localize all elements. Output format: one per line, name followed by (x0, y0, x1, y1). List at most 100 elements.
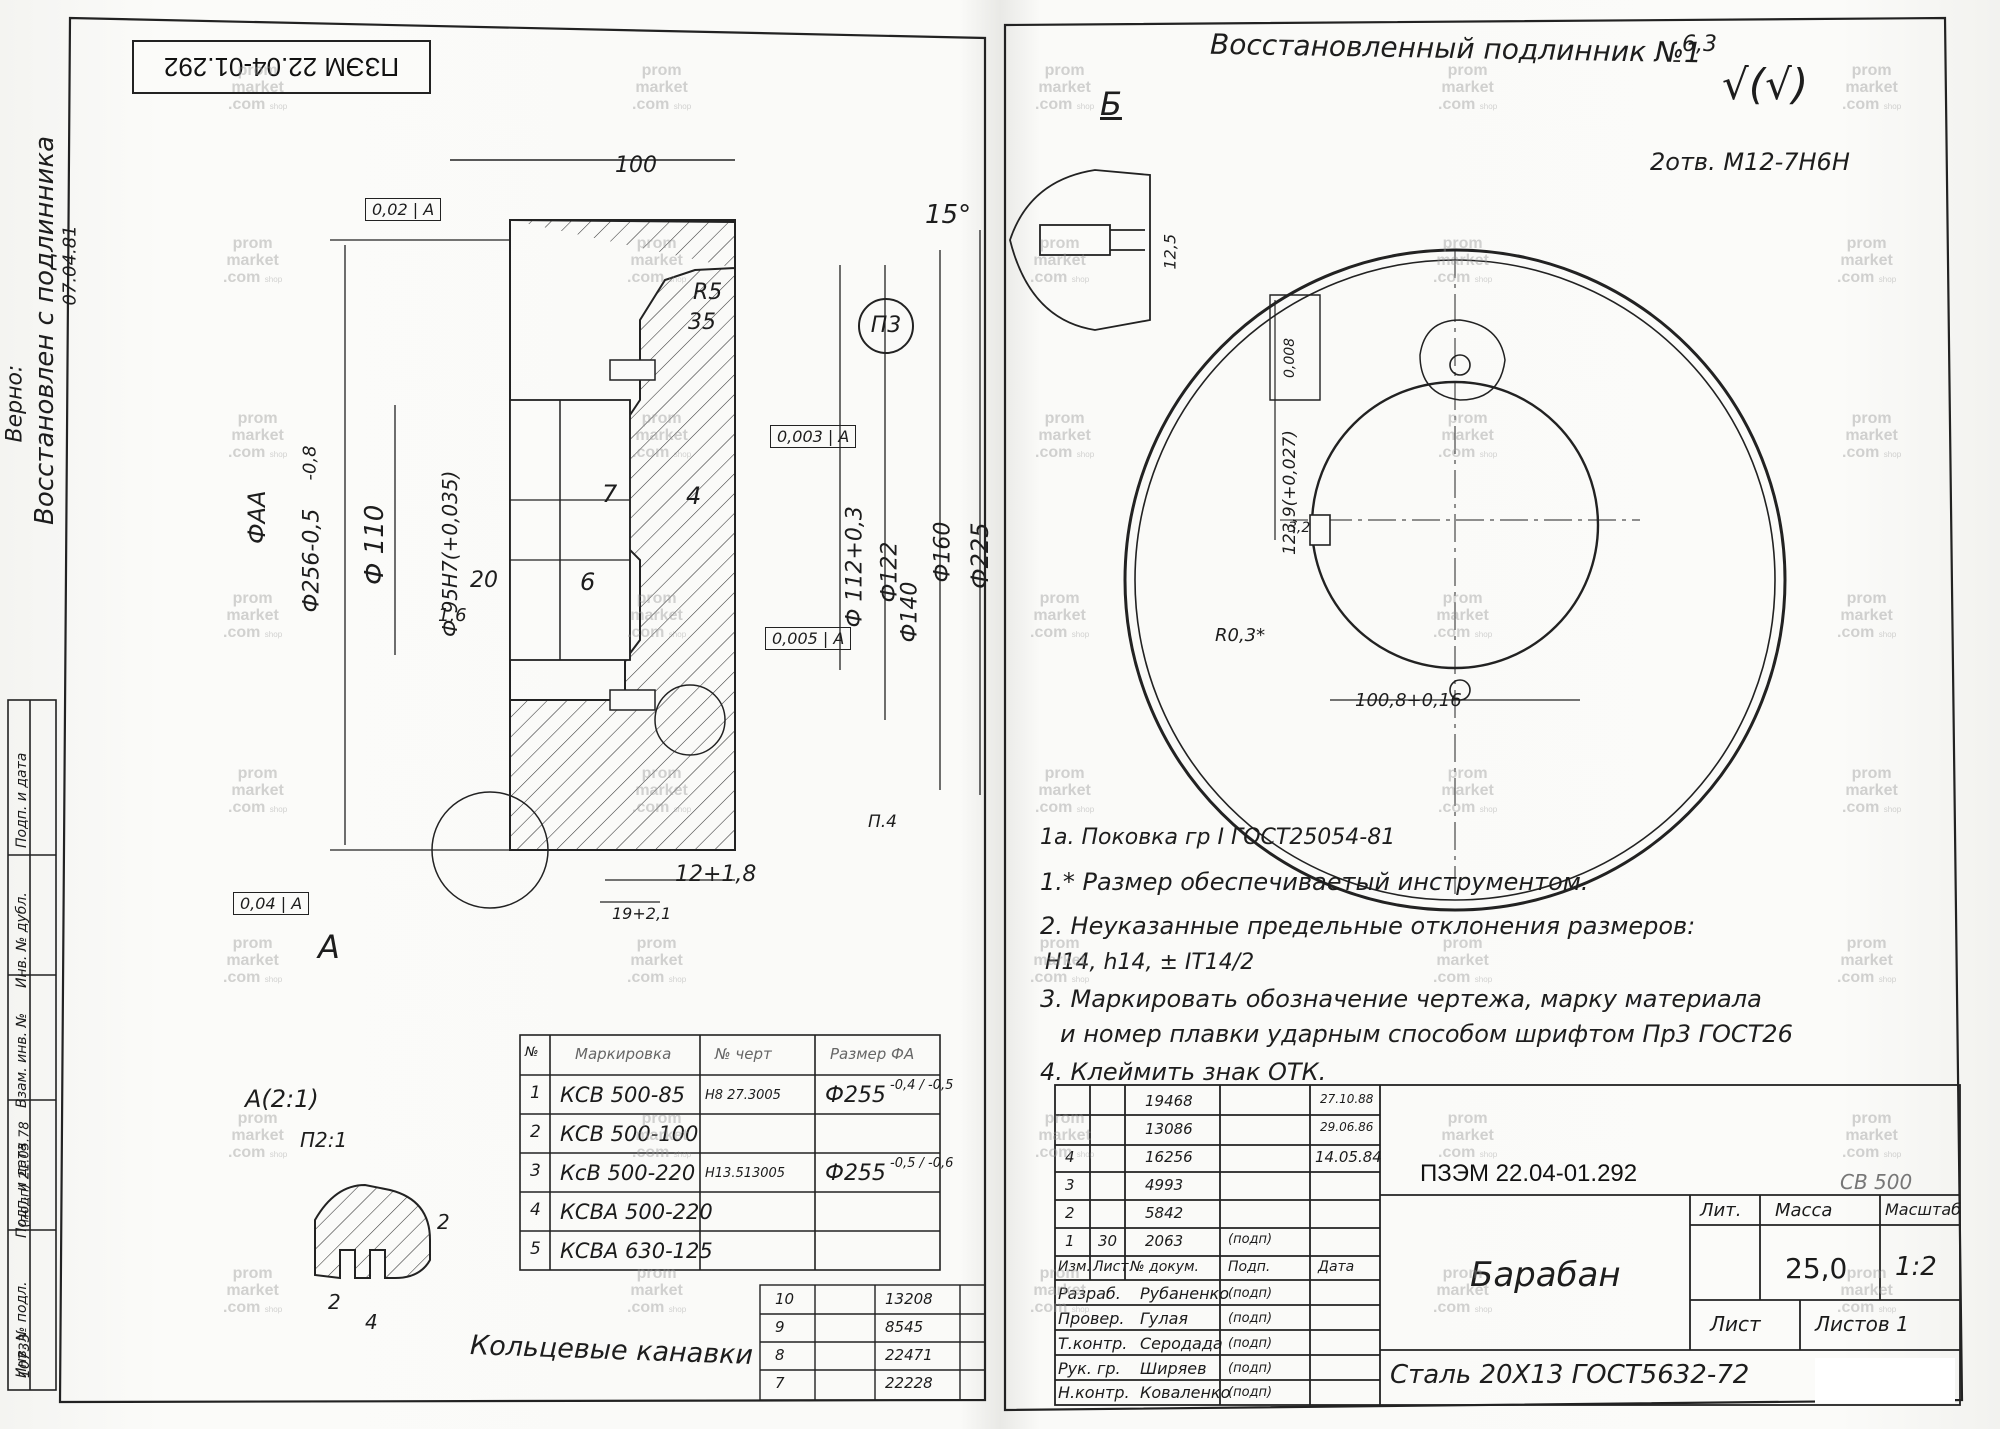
detail-circle (654, 684, 726, 756)
front-view (1123, 248, 1787, 912)
log-lower-1-n: 10 (775, 1290, 795, 1308)
log-lower-1-doc: 13208 (885, 1290, 933, 1308)
roughness-symbol: √(√) (1722, 60, 1809, 109)
strip-value-0: 10733 (17, 1333, 33, 1378)
role-4: Н.контр. (1058, 1383, 1130, 1402)
dim-16: 1,6 (438, 605, 467, 626)
log-6-n: 30 (1098, 1232, 1118, 1250)
role-1: Провер. (1058, 1309, 1125, 1328)
role-0-name: Рубаненко (1140, 1284, 1230, 1303)
role-4-sign: (подп) (1228, 1385, 1273, 1400)
sheets-label: Листов 1 (1815, 1312, 1909, 1336)
detail-b (1009, 169, 1151, 331)
title-designation: ПЗЭМ 22.04-01.292 (1420, 1160, 1638, 1187)
left-margin-note: Восстановлен с подлинника (30, 135, 60, 525)
redacted-area (1815, 1358, 1955, 1403)
variant-row-2-n: 2 (530, 1122, 541, 1142)
role-1-name: Гулая (1140, 1309, 1189, 1328)
variant-row-1-tol: -0,4 / -0,5 (890, 1078, 954, 1093)
p3-label: П3 (858, 298, 914, 354)
log-lower-4-doc: 22228 (885, 1374, 933, 1392)
log-2-doc: 13086 (1145, 1120, 1193, 1138)
roughness-32: 3,2 (1288, 520, 1311, 536)
dim-35: 35 (688, 310, 716, 335)
log-3-rev: 4 (1065, 1148, 1075, 1166)
title-block-grid (1054, 1084, 1961, 1406)
note-3-cont: и номер плавки ударным способом шрифтом … (1060, 1020, 1793, 1048)
tol-0005: 0,005 | А (765, 627, 852, 650)
dim-d112: Ф 112+0,3 (842, 506, 868, 628)
view-b-label: Б (1100, 85, 1122, 123)
variant-row-3-ref: Н13.513005 (705, 1166, 786, 1181)
variants-header-mark: Маркировка (575, 1045, 672, 1063)
variants-table-grid (519, 1034, 941, 1271)
dim-angle-15: 15° (925, 200, 972, 230)
scale-21-label: А(2:1) (245, 1085, 319, 1113)
dim-12: 12+1,8 (675, 862, 757, 887)
sheet-label: Лист (1710, 1312, 1761, 1336)
tol-0003: 0,003 | А (770, 425, 857, 448)
groove-detail (314, 1183, 431, 1280)
dim-d1008: 100,8+0,16 (1355, 690, 1462, 711)
role-4-name: Коваленко (1140, 1383, 1231, 1402)
note-4: 4. Клеймить знак ОТК. (1040, 1058, 1327, 1086)
scale-value: 1:2 (1895, 1252, 1937, 1282)
tb-header-rev: Изм. (1058, 1259, 1091, 1275)
log-5-rev: 2 (1065, 1204, 1075, 1222)
log-lower-4-n: 7 (775, 1374, 785, 1392)
groove-dim-2b: 2 (437, 1210, 450, 1234)
holes-note: 2отв. М12-7Н6Н (1650, 148, 1850, 176)
dim-4: 4 (686, 482, 702, 510)
tb-header-sign: Подп. (1228, 1259, 1271, 1275)
tol-0008: 0,008 (1282, 337, 1298, 378)
note-1: 1.* Размер обеспечиваетый инструментом. (1040, 868, 1589, 896)
variant-row-1-n: 1 (530, 1083, 541, 1103)
left-margin-verified: Верно: (2, 364, 28, 443)
log-lower-2-doc: 8545 (885, 1318, 924, 1336)
strip-label-3: Инв. № дубл. (14, 892, 30, 988)
note-2-values: Н14, h14, ± IT14/2 (1045, 950, 1255, 975)
variants-header-n: № (525, 1045, 539, 1060)
tb-header-doc: № докум. (1130, 1259, 1200, 1275)
log-4-doc: 4993 (1145, 1176, 1184, 1194)
log-lower-3-n: 8 (775, 1346, 785, 1364)
mass-label: Масса (1775, 1200, 1833, 1221)
variant-row-3-n: 3 (530, 1161, 541, 1181)
dim-19: 19+2,1 (612, 904, 672, 923)
roughness-value: 6,3 (1682, 32, 1717, 57)
log-6-doc: 2063 (1145, 1232, 1184, 1250)
variant-row-5-mark: КСВА 630-125 (560, 1239, 713, 1263)
dim-d140: Ф140 (897, 581, 923, 643)
dim-7: 7 (602, 480, 618, 508)
scale-label: Масштаб (1885, 1200, 1962, 1219)
role-3: Рук. гр. (1058, 1359, 1121, 1378)
lower-log-grid (759, 1284, 986, 1401)
variant-row-1-ref: Н8 27.3005 (705, 1088, 781, 1103)
